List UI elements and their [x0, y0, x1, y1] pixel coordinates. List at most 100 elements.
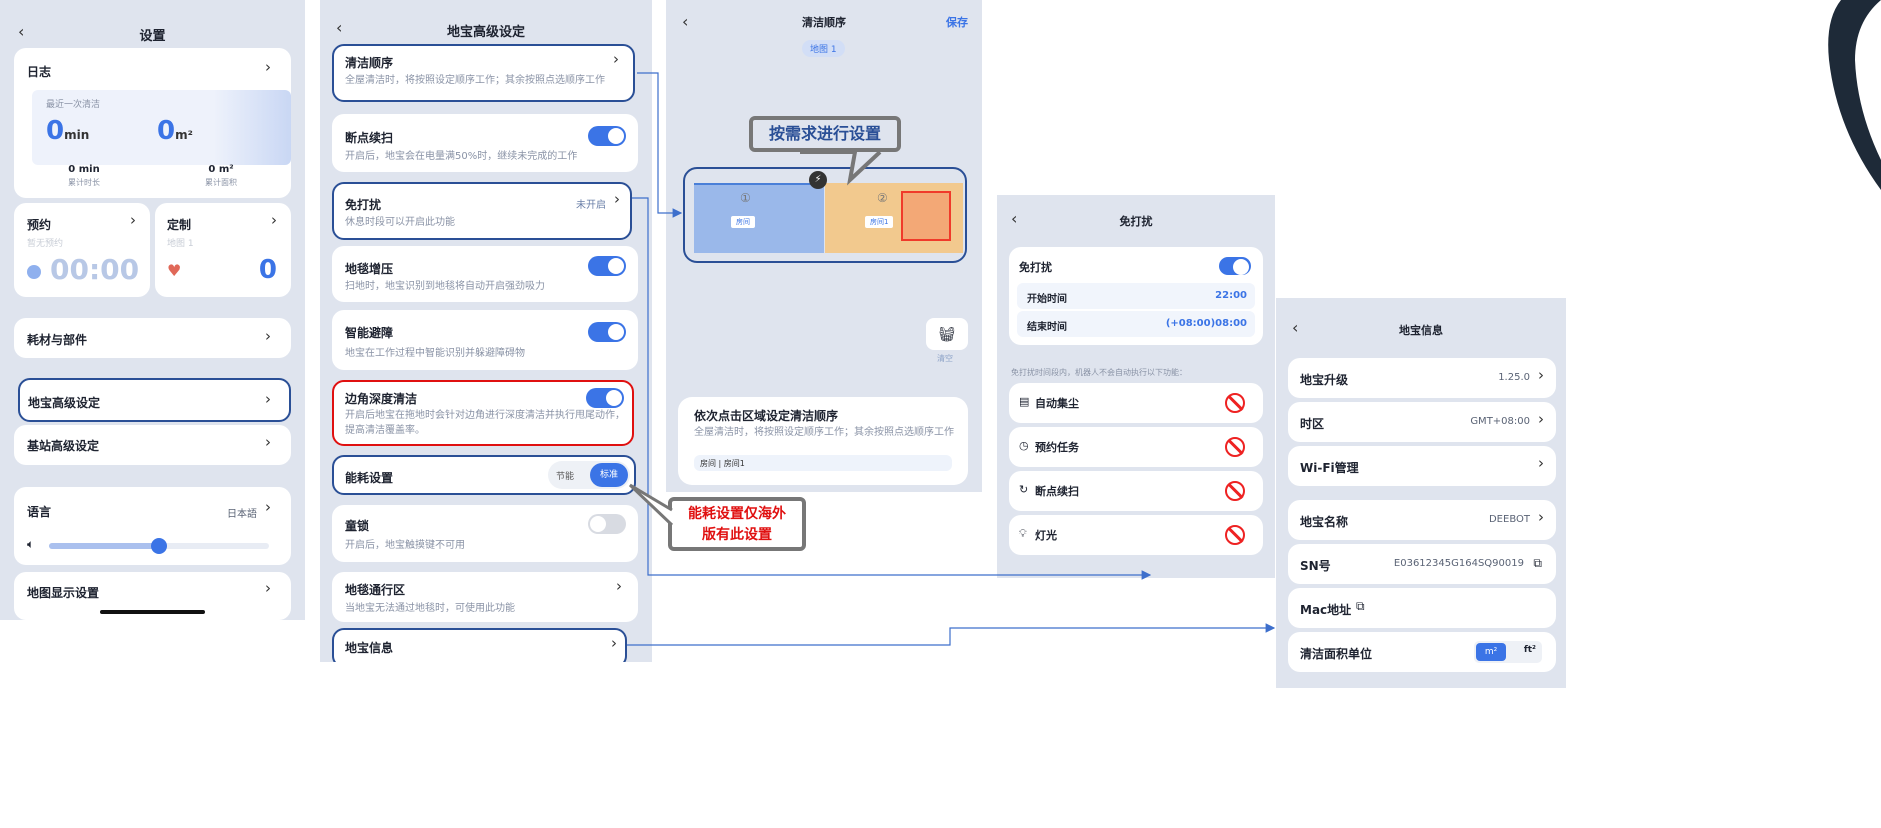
basket-icon: 🧺︎ — [938, 327, 956, 343]
chevron-right-icon: › — [265, 579, 271, 597]
connector-order — [637, 72, 683, 218]
energy-mode-segmented: 节能 标准 — [548, 461, 630, 489]
resume-toggle[interactable] — [588, 126, 626, 146]
chevron-right-icon: › — [1538, 454, 1544, 472]
robot-advanced-row[interactable]: 地宝高级设定› — [18, 378, 291, 422]
child-lock-toggle[interactable] — [588, 514, 626, 534]
energy-saving-option[interactable]: 节能 — [556, 472, 575, 482]
page-title: 清洁顺序 — [802, 16, 846, 29]
dnd-item: ↻断点续扫 — [1009, 471, 1263, 511]
map-tag[interactable]: 地图 1 — [802, 40, 845, 57]
wifi-row[interactable]: Wi-Fi管理› — [1288, 446, 1556, 486]
prohibited-icon — [1225, 437, 1245, 457]
prohibited-icon — [1225, 393, 1245, 413]
cleaning-order-row[interactable]: 清洁顺序全屋清洁时，将按照设定顺序工作；其余按照点选顺序工作› — [332, 44, 635, 102]
carpet-pass-row[interactable]: 地毯通行区当地宝无法通过地毯时，可使用此功能› — [332, 572, 638, 622]
chevron-right-icon[interactable]: › — [265, 498, 271, 516]
chevron-right-icon: › — [265, 433, 271, 451]
obstacle-avoidance-row: 智能避障地宝在工作过程中智能识别并躲避障碍物 — [332, 310, 638, 370]
charging-dock-icon: ⚡︎ — [809, 171, 827, 189]
connector-note — [628, 483, 674, 527]
order-card: 依次点击区域设定清洁顺序 全屋清洁时，将按照设定顺序工作；其余按照点选顺序工作 … — [678, 397, 968, 485]
robot-info-row[interactable]: 地宝信息› — [332, 628, 627, 662]
light-bulb-icon: 💡︎ — [1019, 527, 1027, 540]
home-indicator — [100, 610, 205, 614]
clear-button[interactable]: 🧺︎ — [926, 318, 968, 350]
child-lock-row: 童锁开启后，地宝触摸键不可用 — [332, 505, 638, 562]
standard-option[interactable]: 标准 — [590, 463, 628, 487]
copy-icon[interactable]: ⧉ — [1533, 556, 1542, 570]
decorative-curve — [1828, 0, 1881, 190]
chevron-right-icon: › — [616, 577, 622, 595]
page-title: 设置 — [139, 29, 166, 44]
slider-thumb[interactable] — [151, 538, 167, 554]
dust-bin-icon: ▤ — [1019, 395, 1030, 408]
carpet-boost-toggle[interactable] — [588, 256, 626, 276]
energy-settings-row: 能耗设置 节能 标准 — [332, 455, 636, 495]
connector-info — [627, 623, 1276, 646]
back-icon[interactable]: ‹ — [682, 12, 689, 31]
unit-m2-option[interactable]: m² — [1476, 643, 1506, 661]
do-not-disturb-row[interactable]: 免打扰休息时段可以开启此功能未开启› — [332, 182, 632, 240]
end-time-row[interactable]: 结束时间(+08:00)08:00 — [1017, 311, 1255, 337]
chevron-right-icon: › — [130, 211, 136, 229]
connector-dnd — [632, 197, 1152, 580]
save-button[interactable]: 保存 — [946, 16, 968, 29]
last-clean-banner: 最近一次清洁 0min 0m² — [32, 90, 291, 165]
copy-icon[interactable]: ⧉ — [1356, 599, 1365, 613]
language-card: 语言 日本語 › 🔈︎ — [14, 487, 291, 565]
obstacle-toggle[interactable] — [588, 322, 626, 342]
clock-icon: ◷ — [1019, 439, 1029, 452]
chevron-right-icon: › — [265, 58, 271, 76]
map-box[interactable]: ① 房间 ② 房间1 ⚡︎ — [683, 167, 967, 263]
chevron-right-icon: › — [611, 634, 617, 652]
prohibited-icon — [1225, 525, 1245, 545]
chevron-right-icon: › — [271, 211, 277, 229]
dnd-item: ◷预约任务 — [1009, 427, 1263, 467]
chevron-right-icon: › — [613, 50, 619, 68]
chevron-right-icon: › — [1538, 410, 1544, 428]
back-icon[interactable]: ‹ — [1011, 209, 1018, 228]
chevron-right-icon: › — [1538, 366, 1544, 384]
prohibited-icon — [1225, 481, 1245, 501]
dnd-item: 💡︎灯光 — [1009, 515, 1263, 555]
dnd-item: ▤自动集尘 — [1009, 383, 1263, 423]
consumables-row[interactable]: 耗材与部件› — [14, 318, 291, 358]
back-icon[interactable]: ‹ — [18, 22, 25, 41]
chevron-right-icon: › — [265, 327, 271, 345]
schedule-card[interactable]: 预约 › 暂无预约 00:00 — [14, 203, 150, 297]
page-title: 地宝高级设定 — [446, 25, 525, 40]
advanced-settings-screen: ‹ 地宝高级设定 清洁顺序全屋清洁时，将按照设定顺序工作；其余按照点选顺序工作›… — [320, 0, 652, 662]
edge-clean-toggle[interactable] — [586, 388, 624, 408]
dnd-toggle[interactable] — [1219, 257, 1251, 275]
speaker-icon: 🔈︎ — [27, 537, 35, 551]
resume-cleaning-row: 断点续扫开启后，地宝会在电量满50%时，继续未完成的工作 — [332, 114, 638, 172]
volume-slider[interactable] — [49, 538, 269, 554]
edge-deep-clean-row: 边角深度清洁开启后地宝在拖地时会针对边角进行深度清洁并执行甩尾动作，提高清洁覆盖… — [332, 380, 634, 446]
station-advanced-row[interactable]: 基站高级设定› — [14, 425, 291, 465]
selected-area[interactable] — [901, 191, 951, 241]
room-1[interactable] — [694, 183, 824, 253]
clock-icon — [27, 265, 41, 279]
back-icon[interactable]: ‹ — [336, 18, 343, 37]
heart-icon: ♥ — [167, 261, 182, 280]
custom-card[interactable]: 定制 › 地图 1 ♥ 0 — [155, 203, 291, 297]
resume-icon: ↻ — [1019, 483, 1029, 496]
unit-ft2-option[interactable]: ft² — [1523, 645, 1536, 655]
chevron-right-icon: › — [1538, 508, 1544, 526]
connector-callout — [800, 150, 882, 186]
mac-row: Mac地址⧉ — [1288, 588, 1556, 628]
back-icon[interactable]: ‹ — [1292, 318, 1299, 337]
